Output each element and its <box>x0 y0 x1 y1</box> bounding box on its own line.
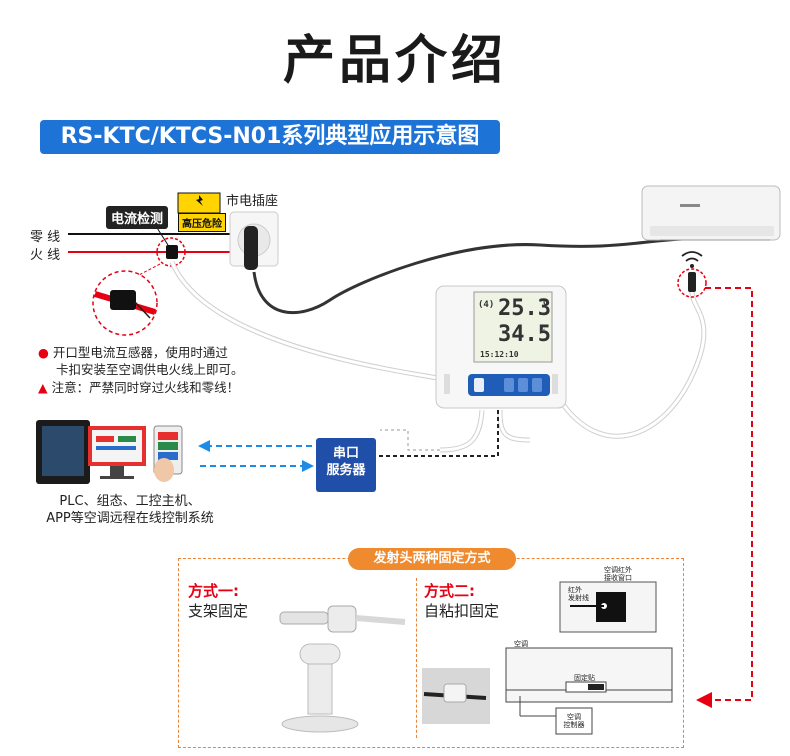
warning-note: ▲ 注意：严禁同时穿过火线和零线！ <box>38 379 288 396</box>
warning-text: 注意：严禁同时穿过火线和零线！ <box>51 380 240 395</box>
fire-line-label: 火 线 <box>30 248 61 263</box>
bullet-dot-icon: ● <box>38 345 49 360</box>
lcd-temp-unit: °C <box>538 298 548 307</box>
clip-label: 固定贴 <box>574 674 595 682</box>
platforms-line2: APP等空调远程在线控制系统 <box>46 511 214 526</box>
plug <box>244 226 258 270</box>
lcd-humidity: 34.5 <box>498 322 551 347</box>
controller-line1: 空调 <box>567 713 581 721</box>
ir-emitter-line1: 红外 <box>568 586 582 594</box>
method1-desc: 支架固定 <box>188 602 249 620</box>
power-cable <box>252 236 701 315</box>
rs485-link <box>378 410 499 457</box>
ir-emitter-label: 红外 发射线 <box>568 586 592 602</box>
ir-window-label: 空调红外 接收窗口 <box>598 566 638 582</box>
lcd-hum-unit: % <box>540 326 546 336</box>
server-line2: 服务器 <box>326 463 366 478</box>
socket-label: 市电插座 <box>226 194 279 209</box>
clamp-zoom-body <box>110 290 136 310</box>
bracket-base <box>281 715 359 733</box>
platforms-line1: PLC、组态、工控主机、 <box>59 494 201 509</box>
install-note-line1: 开口型电流互感器，使用时通过 <box>52 345 228 360</box>
warning-triangle-icon: ▲ <box>38 380 48 395</box>
platforms-label: PLC、组态、工控主机、 APP等空调远程在线控制系统 <box>20 493 240 527</box>
lcd-screen <box>473 291 553 363</box>
lcd-indicator: (4) <box>478 300 495 310</box>
ir-reference-line <box>705 287 753 701</box>
ir-window-line1: 空调红外 <box>604 566 632 574</box>
clamp-highlight <box>156 237 186 267</box>
lcd-temperature: 25.3 <box>498 296 551 321</box>
controller-label: 空调 控制器 <box>560 713 588 729</box>
current-detect-tag: 电流检测 <box>106 206 169 229</box>
controller-box <box>555 707 593 735</box>
method2-desc: 自粘扣固定 <box>424 602 500 620</box>
ac-illustration <box>505 647 673 703</box>
ir-window-line2: 接收窗口 <box>604 574 632 582</box>
ir-cable <box>558 291 706 438</box>
ir-emitter <box>688 272 696 292</box>
serial-server: 串口 服务器 <box>316 438 376 492</box>
page-title: 产品介绍 <box>282 31 507 91</box>
server-line1: 串口 <box>332 446 359 461</box>
controller-line2: 控制器 <box>563 721 585 729</box>
install-note-cont: 卡扣安装至空调供电火线上即可。 <box>56 362 244 377</box>
clamp-small <box>166 245 178 259</box>
zero-line-label: 零 线 <box>30 230 61 245</box>
ir-emitter-line2: 发射线 <box>568 594 589 602</box>
install-note: ● 开口型电流互感器，使用时通过 <box>38 344 288 361</box>
lcd-time: 15:12:10 <box>480 350 519 359</box>
method2-name: 方式二: <box>424 582 475 600</box>
method1-name: 方式一: <box>188 582 239 600</box>
diagram-subtitle: RS-KTC/KTCS-N01系列典型应用示意图 <box>40 120 500 154</box>
ac-label: 空调 <box>514 640 528 648</box>
high-voltage-tag: 高压危险 <box>178 213 226 232</box>
fixing-divider <box>416 578 417 738</box>
fixing-title: 发射头两种固定方式 <box>348 548 516 570</box>
